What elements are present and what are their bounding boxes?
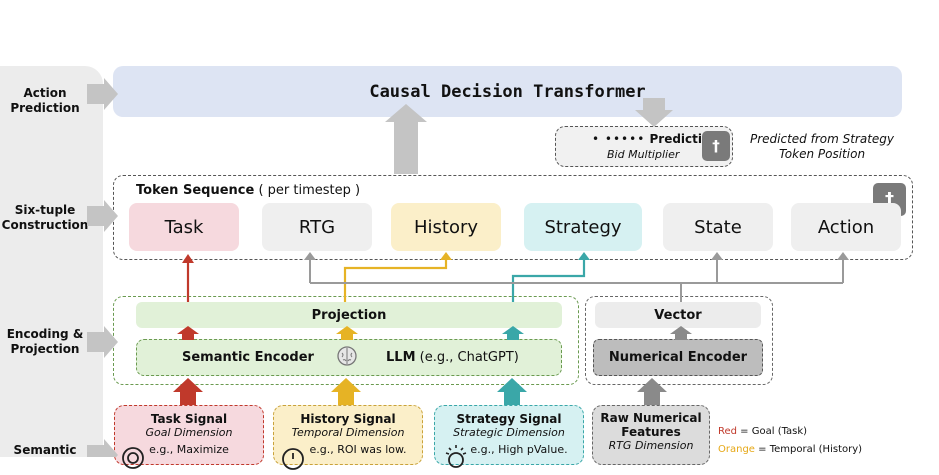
- arrow-history-to-encoder: [331, 378, 361, 405]
- stage-label-encoding: Encoding & Projection: [6, 327, 84, 356]
- arrowhead-history: [440, 252, 452, 260]
- prediction-note: Predicted from Strategy Token Position: [749, 132, 895, 161]
- arrow-history-projection: [336, 326, 358, 340]
- stage-band: [0, 66, 103, 457]
- arrow-task-to-encoder: [173, 378, 203, 405]
- vector-bar: Vector: [595, 302, 761, 328]
- stage-label-six-tuple: Six-tuple Construction: [1, 203, 89, 232]
- legend-orange: Orange = Temporal (History): [718, 444, 863, 455]
- raw-numerical-box: Raw Numerical Features RTG Dimension: [592, 405, 710, 465]
- stage-label-action-prediction: Action Prediction: [10, 86, 80, 115]
- token-action: Action: [791, 203, 901, 251]
- token-history: History: [391, 203, 501, 251]
- arrowhead-rtg: [304, 252, 316, 260]
- line-strategy-to-token: [511, 258, 586, 302]
- stage-arrow-semantic: [87, 439, 118, 457]
- history-signal-box: History Signal Temporal Dimension e.g., …: [273, 405, 423, 465]
- stage-label-semantic: Semantic: [13, 443, 77, 457]
- token-task: Task: [129, 203, 239, 251]
- numerical-encoding-box: [585, 296, 773, 385]
- semantic-encoder-label: Semantic Encoder: [182, 350, 314, 365]
- cdt-title: Causal Decision Transformer: [369, 81, 646, 102]
- line-history-to-token: [343, 258, 448, 302]
- token-strategy: Strategy: [524, 203, 642, 251]
- legend-red: Red = Goal (Task): [718, 426, 808, 437]
- connector-layer: [87, 78, 849, 457]
- arrow-to-cdt: [385, 104, 427, 174]
- token-rtg: RTG: [262, 203, 372, 251]
- stage-arrow-encoding: [87, 326, 118, 358]
- token-state: State: [663, 203, 773, 251]
- task-signal-box: Task Signal Goal Dimension e.g., Maximiz…: [114, 405, 264, 465]
- arrow-strategy-to-encoder: [497, 378, 527, 405]
- brain-icon: [336, 345, 358, 367]
- arrow-numerical-to-vector: [670, 326, 692, 340]
- llm-label: LLM (e.g., ChatGPT): [386, 350, 519, 365]
- arrow-strategy-projection: [502, 326, 524, 340]
- arrowhead-strategy: [578, 252, 590, 260]
- arrowhead-action: [837, 252, 849, 260]
- arrow-task-projection: [177, 326, 199, 340]
- strategy-signal-box: Strategy Signal Strategic Dimension e.g.…: [434, 405, 584, 465]
- prediction-label: • ••••• Prediction: [592, 132, 719, 146]
- stage-arrow-action: [87, 78, 118, 110]
- arrow-raw-to-encoder: [637, 378, 667, 405]
- stage-arrow-six-tuple: [87, 200, 118, 232]
- prediction-sub: Bid Multiplier: [607, 148, 680, 161]
- arrow-to-prediction: [635, 98, 673, 127]
- projection-bar: Projection: [136, 302, 562, 328]
- arrowhead-task: [182, 254, 194, 263]
- cdt-band: [113, 66, 902, 117]
- prediction-dagger: †: [702, 131, 730, 161]
- token-sequence-title: Token Sequence ( per timestep ): [136, 183, 361, 198]
- arrowhead-state: [711, 252, 723, 260]
